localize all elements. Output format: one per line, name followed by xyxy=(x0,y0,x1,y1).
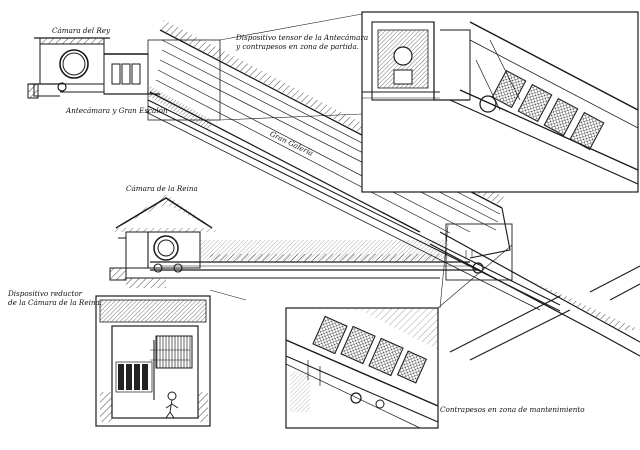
right-rock-strokes xyxy=(449,265,640,361)
leader-lines xyxy=(209,13,513,309)
label-antechamber: Antecámara y Gran Escalón xyxy=(66,106,168,115)
label-tensor-line1: Dispositivo tensor de la Antecámara xyxy=(236,33,369,42)
label-kings-chamber: Cámara del Rey xyxy=(52,26,111,35)
queens-chamber-drawing xyxy=(109,194,480,288)
gallery-bottom-frame xyxy=(445,223,513,281)
tensor-detail-box xyxy=(361,11,639,193)
reducer-detail-box xyxy=(95,295,211,427)
maintenance-detail-box xyxy=(285,307,439,429)
label-maintenance: Contrapesos en zona de mantenimiento xyxy=(440,405,585,414)
label-tensor-line2: y contrapesos en zona de partida. xyxy=(236,42,360,51)
label-queens-chamber: Cámara de la Reina xyxy=(126,184,198,193)
label-reducer-line1: Dispositivo reductor xyxy=(8,289,83,298)
kings-chamber-drawing xyxy=(27,37,110,99)
label-reducer-line2: de la Cámara de la Reina. xyxy=(8,298,103,307)
